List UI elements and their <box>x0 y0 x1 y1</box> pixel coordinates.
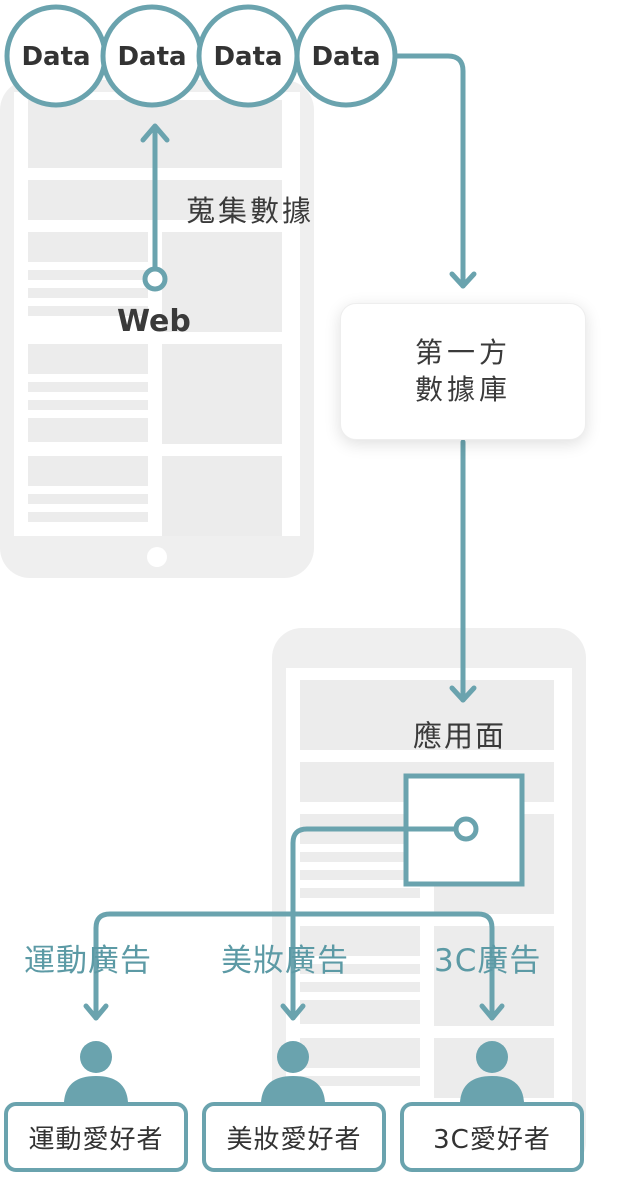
first-party-database-box: 第一方 數據庫 <box>340 303 586 440</box>
sports-audience-label: 運動愛好者 <box>28 1124 164 1155</box>
person-icon <box>460 1041 524 1102</box>
data-bubbles <box>4 4 398 108</box>
person-icon <box>261 1041 325 1102</box>
sports-ad-label: 運動廣告 <box>24 943 152 979</box>
person-icon <box>64 1041 128 1102</box>
ad-distribution-connectors <box>83 826 505 1021</box>
collect-data-label: 蒐集數據 <box>186 194 315 228</box>
3c-audience-label: 3C愛好者 <box>433 1124 551 1155</box>
application-label: 應用面 <box>413 719 507 753</box>
database-title-line2: 數據庫 <box>414 372 511 406</box>
data-bubble-label: Data <box>311 42 381 72</box>
web-label: Web <box>117 304 191 339</box>
3c-ad-label: 3C廣告 <box>434 943 542 979</box>
data-bubble-label: Data <box>213 42 283 72</box>
sports-audience-box: 運動愛好者 <box>4 1102 188 1172</box>
data-bubble-label: Data <box>117 42 187 72</box>
beauty-ad-label: 美妝廣告 <box>221 943 349 979</box>
beauty-audience-label: 美妝愛好者 <box>226 1124 362 1155</box>
database-title-line1: 第一方 <box>414 336 511 370</box>
3c-audience-box: 3C愛好者 <box>400 1102 584 1172</box>
data-to-database-connector <box>392 53 477 289</box>
web-collect-arrow <box>140 123 170 292</box>
database-to-application-connector <box>449 439 477 703</box>
top-phone-illustration <box>0 80 314 578</box>
beauty-audience-box: 美妝愛好者 <box>202 1102 386 1172</box>
data-bubble-label: Data <box>21 42 91 72</box>
